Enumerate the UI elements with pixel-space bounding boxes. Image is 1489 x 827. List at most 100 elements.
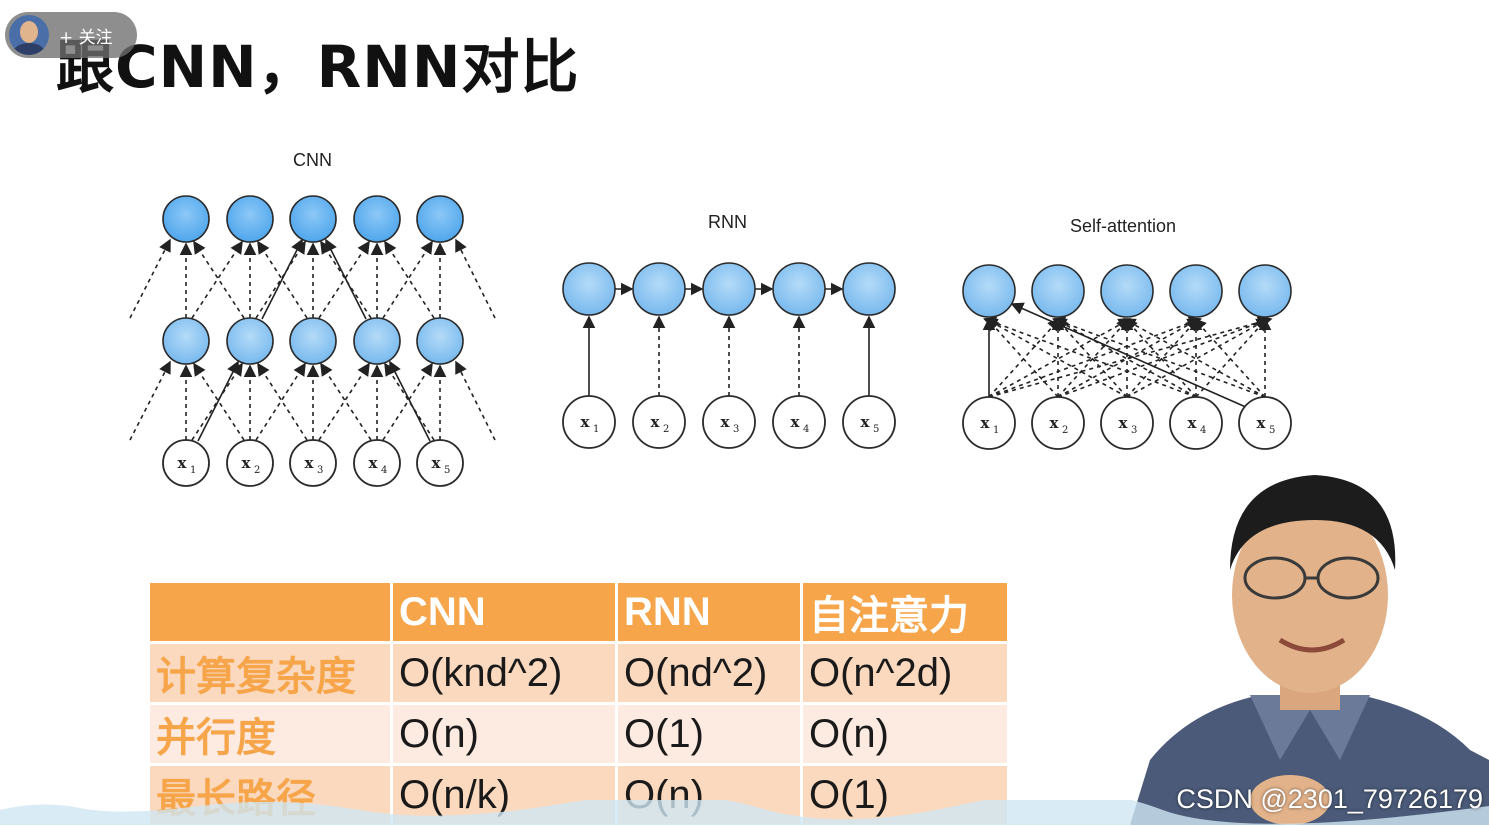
edge: [318, 362, 370, 441]
sa-input-node: [962, 396, 1016, 450]
edge: [318, 240, 370, 319]
sa-output-node: [1169, 264, 1223, 318]
edge: [382, 362, 433, 441]
edge: [984, 318, 1128, 398]
edge: [988, 318, 1132, 398]
sa-input-node-subscript: 4: [1200, 425, 1206, 436]
edge: [988, 316, 1203, 398]
cnn-highlight-edge: [389, 360, 431, 442]
cnn-input-node-subscript: 3: [317, 465, 323, 476]
edge: [988, 317, 1061, 398]
sa-input-node-subscript: 3: [1131, 425, 1137, 436]
cnn-input-node-subscript: 4: [381, 465, 387, 476]
rnn-input-node-subscript: 4: [803, 424, 809, 435]
cnn-input-node: [353, 439, 401, 487]
self-attention-diagram-title: Self-attention: [1070, 216, 1177, 236]
sa-highlight-edge: [1010, 302, 1249, 409]
edge: [1051, 316, 1266, 398]
sa-input-node-subscript: 2: [1062, 425, 1068, 436]
edge: [255, 240, 306, 319]
watermark-text: CSDN @2301_79726179: [1176, 784, 1483, 814]
cnn-input-node-subscript: 1: [190, 465, 196, 476]
rnn-hidden-node: [632, 262, 686, 316]
sa-input-node-subscript: 5: [1269, 425, 1275, 436]
cnn-input-node-subscript: 2: [254, 465, 260, 476]
edge: [257, 240, 308, 319]
sa-input-node: [1169, 396, 1223, 450]
rnn-hidden-node: [772, 262, 826, 316]
sa-input-node: [1031, 396, 1085, 450]
cnn-input-node-subscript: 5: [444, 465, 450, 476]
edge: [1193, 317, 1266, 398]
table-header-rnn: RNN: [616, 583, 803, 644]
cnn-input-node: [289, 439, 337, 487]
follow-button[interactable]: + 关注: [5, 12, 137, 58]
comparison-table: CNN RNN 自注意力 计算复杂度 O(knd^2) O(nd^2) O(n^…: [150, 583, 1010, 827]
edge: [455, 360, 496, 441]
speaker-video: [1130, 475, 1489, 825]
edge: [129, 360, 171, 441]
edge: [255, 362, 306, 441]
edge: [1124, 317, 1197, 398]
cnn-input-node-label: x: [178, 454, 188, 472]
rnn-input-node-subscript: 2: [663, 424, 669, 435]
edge: [384, 362, 435, 441]
edge: [1053, 318, 1197, 398]
cnn-output-node: [226, 195, 274, 243]
rnn-input-node-label: x: [721, 413, 731, 431]
edge: [1126, 317, 1199, 398]
rnn-input-node-subscript: 5: [873, 424, 879, 435]
sa-input-node-label: x: [1050, 414, 1060, 432]
cnn-input-node: [226, 439, 274, 487]
sa-input-node-label: x: [1257, 414, 1267, 432]
user-avatar-icon: [9, 15, 49, 55]
cnn-hidden-node: [226, 317, 274, 365]
rnn-input-node-label: x: [791, 413, 801, 431]
edge: [382, 240, 433, 319]
table-header-row: CNN RNN 自注意力: [150, 583, 1010, 644]
table-cell: O(n^2d): [801, 642, 1010, 705]
table-cell: O(nd^2): [616, 642, 803, 705]
cnn-highlight-edge: [197, 360, 239, 442]
rnn-input-node-label: x: [581, 413, 591, 431]
cnn-input-node: [416, 439, 464, 487]
cnn-input-node: [162, 439, 210, 487]
cnn-hidden-node: [162, 317, 210, 365]
rnn-hidden-node: [702, 262, 756, 316]
table-header-empty: [150, 583, 393, 644]
edge: [986, 317, 1059, 398]
edge: [1195, 317, 1268, 398]
follow-label: + 关注: [59, 27, 113, 48]
rnn-input-node: [702, 395, 756, 449]
edge: [193, 362, 245, 441]
edge: [191, 240, 243, 319]
cnn-hidden-node: [416, 317, 464, 365]
table-header-cnn: CNN: [391, 583, 618, 644]
sa-output-node: [1238, 264, 1292, 318]
sa-input-node: [1238, 396, 1292, 450]
rnn-hidden-node: [842, 262, 896, 316]
sa-output-node: [1031, 264, 1085, 318]
cnn-diagram-title: CNN: [293, 150, 332, 170]
edge: [129, 238, 171, 319]
sa-output-node: [1100, 264, 1154, 318]
table-cell: O(n): [391, 703, 618, 766]
rnn-input-node-label: x: [651, 413, 661, 431]
edge: [191, 362, 243, 441]
edge: [455, 238, 496, 319]
sa-input-node: [1100, 396, 1154, 450]
edge: [1055, 317, 1128, 398]
table-cell: O(1): [616, 703, 803, 766]
slide-title: 跟CNN，RNN对比: [56, 33, 580, 101]
table-row: 计算复杂度 O(knd^2) O(nd^2) O(n^2d): [150, 642, 1010, 705]
rnn-input-node-label: x: [861, 413, 871, 431]
edge: [384, 240, 435, 319]
cnn-input-node-label: x: [305, 454, 315, 472]
edge: [320, 362, 372, 441]
cnn-input-node-label: x: [369, 454, 379, 472]
cnn-highlight-edge: [325, 238, 367, 320]
cnn-output-node: [162, 195, 210, 243]
table-cell: O(n): [801, 703, 1010, 766]
